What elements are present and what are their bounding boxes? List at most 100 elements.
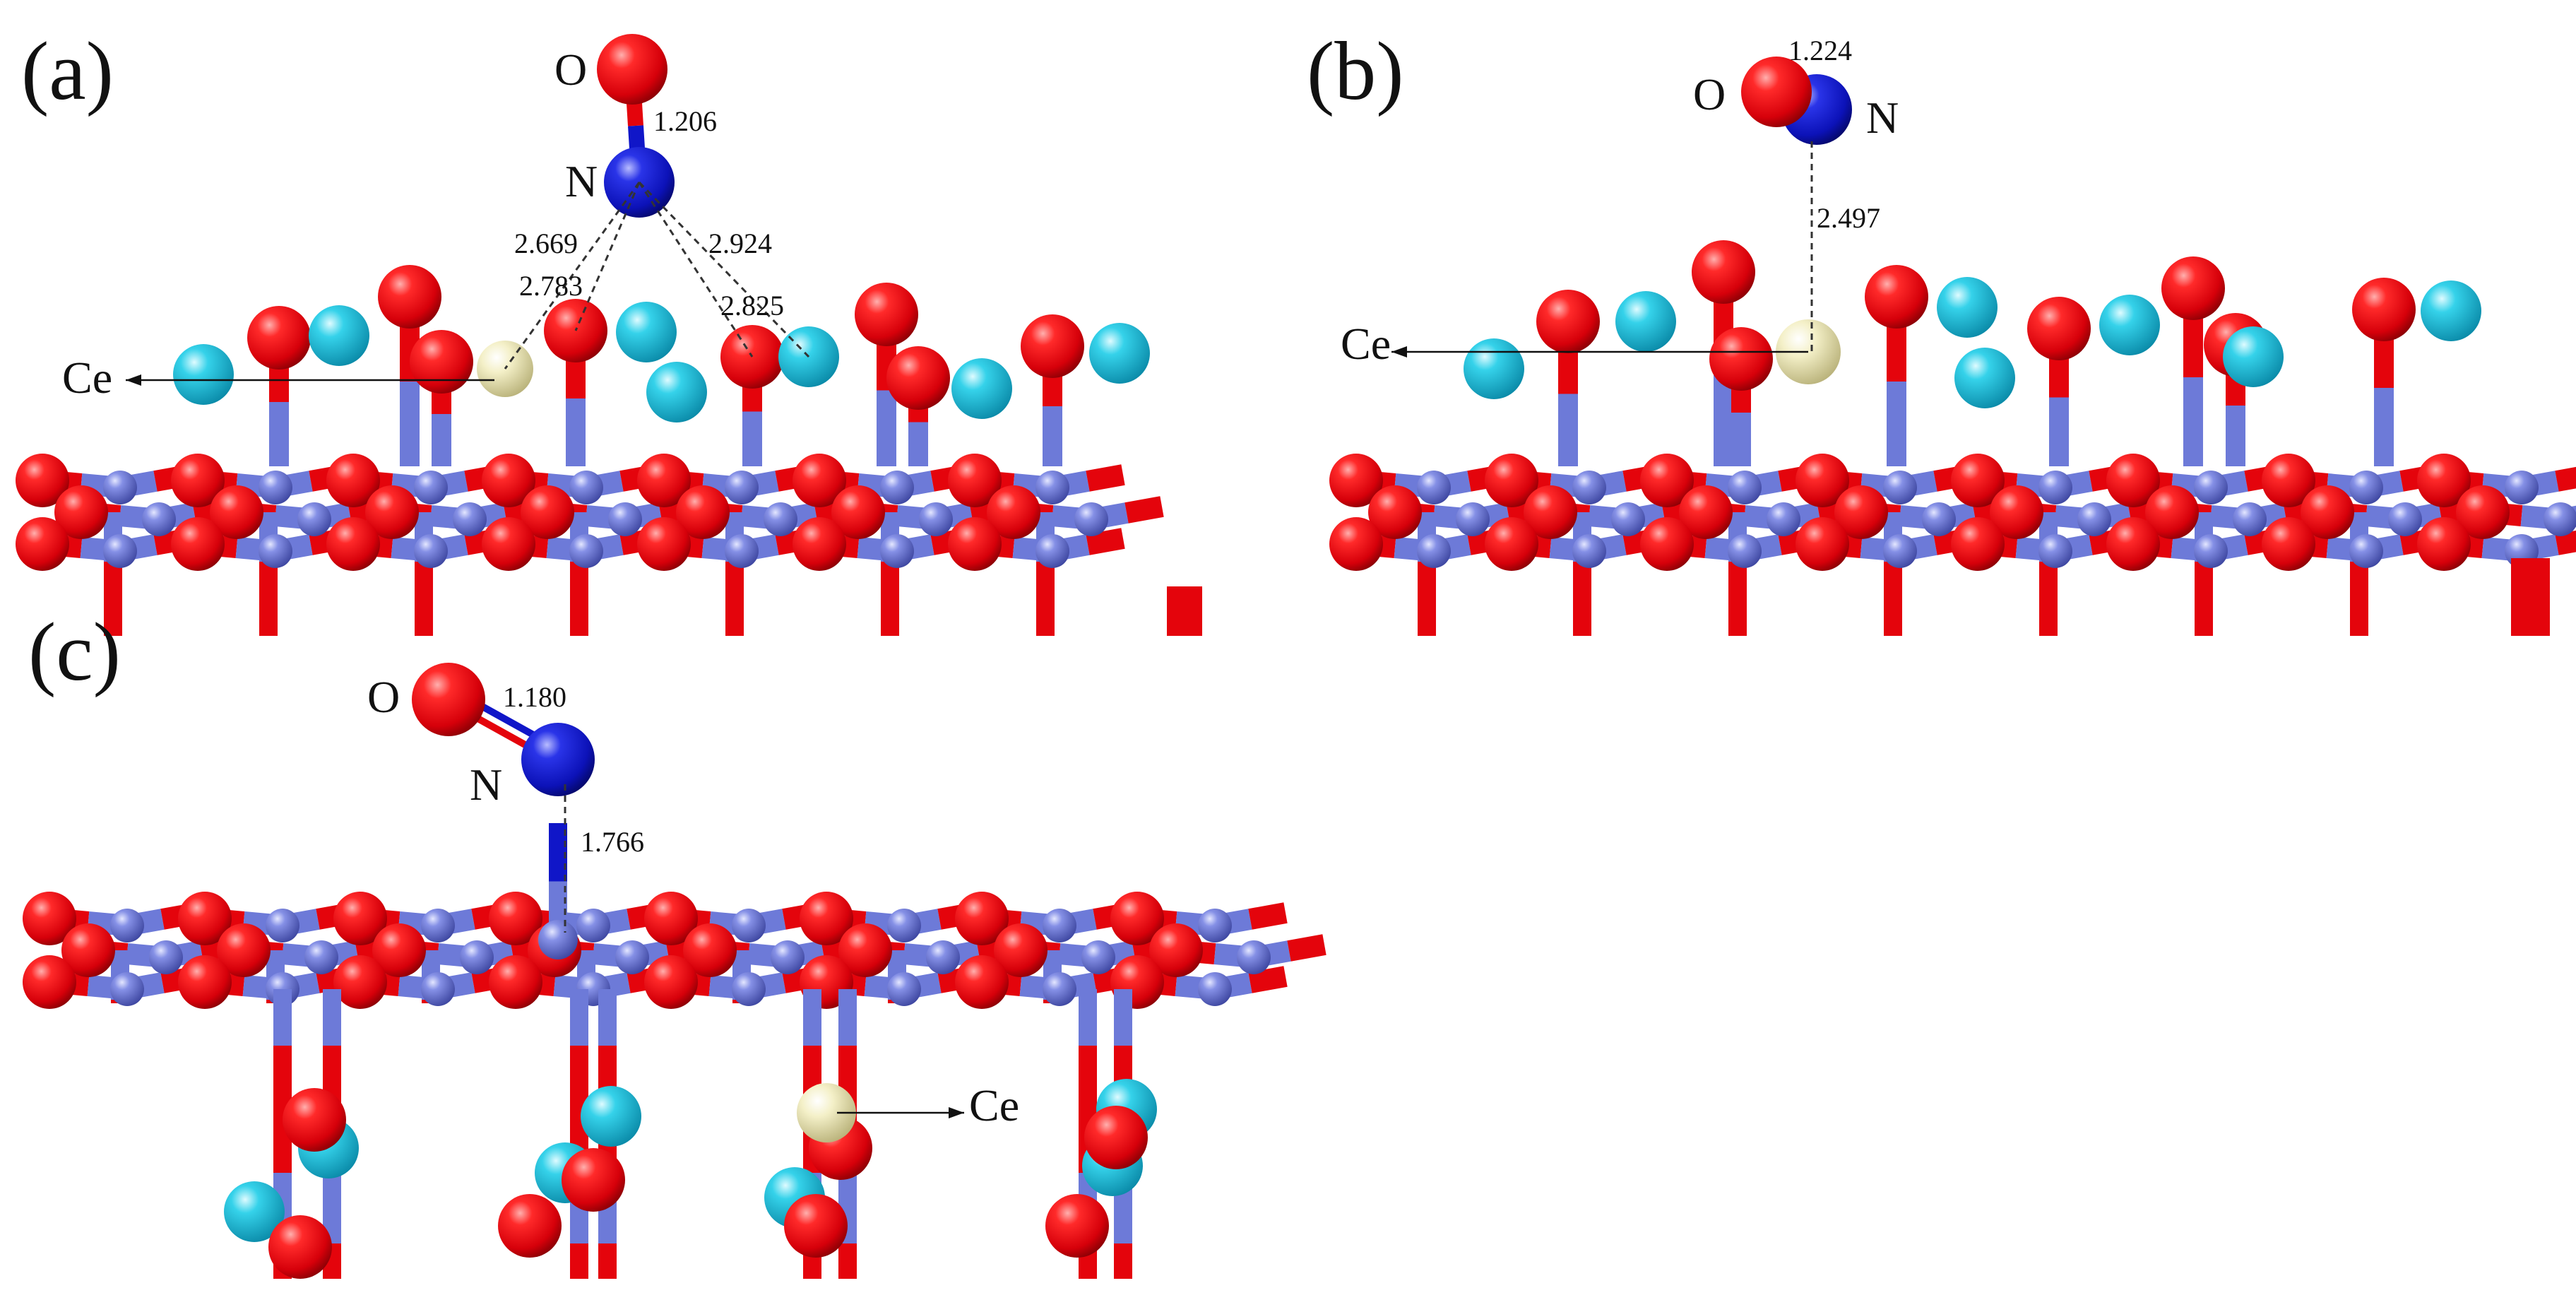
- metal-atom: [1237, 940, 1271, 974]
- oxygen-atom: [365, 485, 419, 539]
- oxygen-atom: [412, 663, 485, 736]
- oxygen-atom: [326, 517, 380, 571]
- metal-atom: [1728, 471, 1762, 504]
- metal-atom: [103, 534, 137, 568]
- metal-atom: [414, 471, 448, 504]
- oxygen-atom: [2106, 454, 2160, 507]
- metal-atom: [1043, 972, 1076, 1006]
- metal-atom: [1198, 972, 1232, 1006]
- oxygen-atom: [831, 485, 885, 539]
- distance-label-no-b: 1.224: [1788, 35, 1852, 66]
- oxygen-atom: [676, 485, 730, 539]
- oxygen-atom: [800, 892, 853, 945]
- oxygen-atom: [1045, 1194, 1109, 1258]
- oxygen-atom: [855, 283, 918, 346]
- metal-atom: [2233, 502, 2267, 536]
- metal-atom: [103, 471, 137, 504]
- distance-line: [504, 182, 641, 370]
- oxygen-atom: [1329, 517, 1383, 571]
- ce-label-c: Ce: [969, 1080, 1019, 1130]
- metal-atom: [421, 909, 455, 942]
- oxygen-atom: [23, 955, 76, 1009]
- oxygen-atom: [2262, 517, 2315, 571]
- metal-atom: [1198, 909, 1232, 942]
- metal-atom: [887, 909, 921, 942]
- metal-atom: [2038, 471, 2072, 504]
- oxygen-label-c: O: [367, 672, 400, 722]
- metal-atom: [764, 502, 797, 536]
- nitrogen-label-c: N: [470, 760, 502, 810]
- metal-atom: [1417, 534, 1451, 568]
- oxygen-atom: [268, 1215, 332, 1279]
- oxygen-atom: [498, 1194, 562, 1258]
- distance-label-a-4: 2.825: [720, 290, 784, 321]
- metal-atom: [732, 972, 766, 1006]
- oxygen-atom: [987, 485, 1040, 539]
- oxygen-atom: [793, 517, 846, 571]
- metal-atom: [259, 534, 292, 568]
- oxygen-atom: [2106, 517, 2160, 571]
- distance-label-no-a: 1.206: [653, 105, 717, 137]
- metal-atom: [149, 940, 183, 974]
- oxygen-atom: [886, 346, 950, 410]
- ce-label-a: Ce: [62, 353, 112, 403]
- oxygen-atom: [1021, 314, 1084, 378]
- oxygen-atom: [1485, 454, 1538, 507]
- oxygen-atom: [2301, 485, 2354, 539]
- oxygen-atom: [171, 454, 225, 507]
- hydrogen-atom: [2099, 295, 2160, 355]
- oxygen-atom: [637, 454, 691, 507]
- distance-line: [638, 182, 754, 358]
- red-stub: [1167, 586, 1202, 636]
- hydrogen-atom: [616, 302, 677, 362]
- red-stub: [2511, 558, 2550, 636]
- oxygen-atom: [482, 454, 535, 507]
- oxygen-atom: [2262, 454, 2315, 507]
- panel-label-a: (a): [21, 25, 114, 117]
- metal-atom: [421, 972, 455, 1006]
- oxygen-atom: [2417, 517, 2471, 571]
- oxygen-atom: [326, 454, 380, 507]
- metal-atom: [926, 940, 960, 974]
- metal-atom: [1883, 534, 1917, 568]
- oxygen-atom: [955, 892, 1009, 945]
- oxygen-atom: [54, 485, 108, 539]
- oxygen-atom: [2027, 297, 2091, 360]
- metal-atom: [1456, 502, 1490, 536]
- oxygen-label-b: O: [1693, 69, 1726, 119]
- metal-atom: [460, 940, 494, 974]
- metal-atom: [1417, 471, 1451, 504]
- oxygen-atom: [2145, 485, 2199, 539]
- oxygen-atom: [372, 923, 426, 977]
- bond: [1086, 528, 1125, 555]
- oxygen-atom: [1951, 517, 2005, 571]
- oxygen-atom: [1796, 454, 1849, 507]
- bond: [1287, 934, 1326, 962]
- oxygen-atom: [1485, 517, 1538, 571]
- oxygen-atom: [1110, 892, 1164, 945]
- metal-atom: [2038, 534, 2072, 568]
- metal-atom: [615, 940, 649, 974]
- ce-pointer-arrowhead: [126, 374, 141, 386]
- bond: [1086, 464, 1125, 492]
- oxygen-atom: [1524, 485, 1577, 539]
- metal-atom: [2194, 534, 2228, 568]
- oxygen-atom: [333, 892, 387, 945]
- ce-label-b: Ce: [1341, 319, 1391, 369]
- metal-atom: [259, 471, 292, 504]
- metal-atom: [2349, 534, 2383, 568]
- nitrogen-label-a: N: [565, 156, 598, 206]
- distance-label-b-1: 2.497: [1817, 202, 1880, 234]
- hydrogen-atom: [224, 1181, 285, 1242]
- oxygen-atom: [784, 1194, 848, 1258]
- oxygen-atom: [521, 485, 574, 539]
- hydrogen-atom: [646, 362, 707, 422]
- metal-atom: [608, 502, 642, 536]
- metal-atom: [887, 972, 921, 1006]
- oxygen-atom: [333, 955, 387, 1009]
- metal-atom: [414, 534, 448, 568]
- hydrogen-atom: [581, 1086, 641, 1147]
- bond: [1124, 496, 1164, 524]
- oxygen-atom: [1149, 923, 1203, 977]
- oxygen-atom: [1640, 517, 1694, 571]
